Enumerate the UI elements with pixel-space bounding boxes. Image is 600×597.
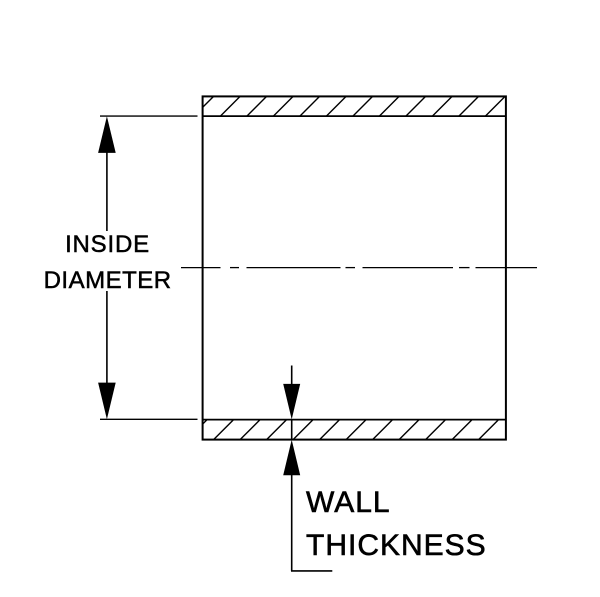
svg-text:DIAMETER: DIAMETER xyxy=(44,267,172,294)
svg-text:THICKNESS: THICKNESS xyxy=(306,529,487,562)
svg-text:WALL: WALL xyxy=(306,486,391,519)
svg-text:INSIDE: INSIDE xyxy=(65,231,150,258)
